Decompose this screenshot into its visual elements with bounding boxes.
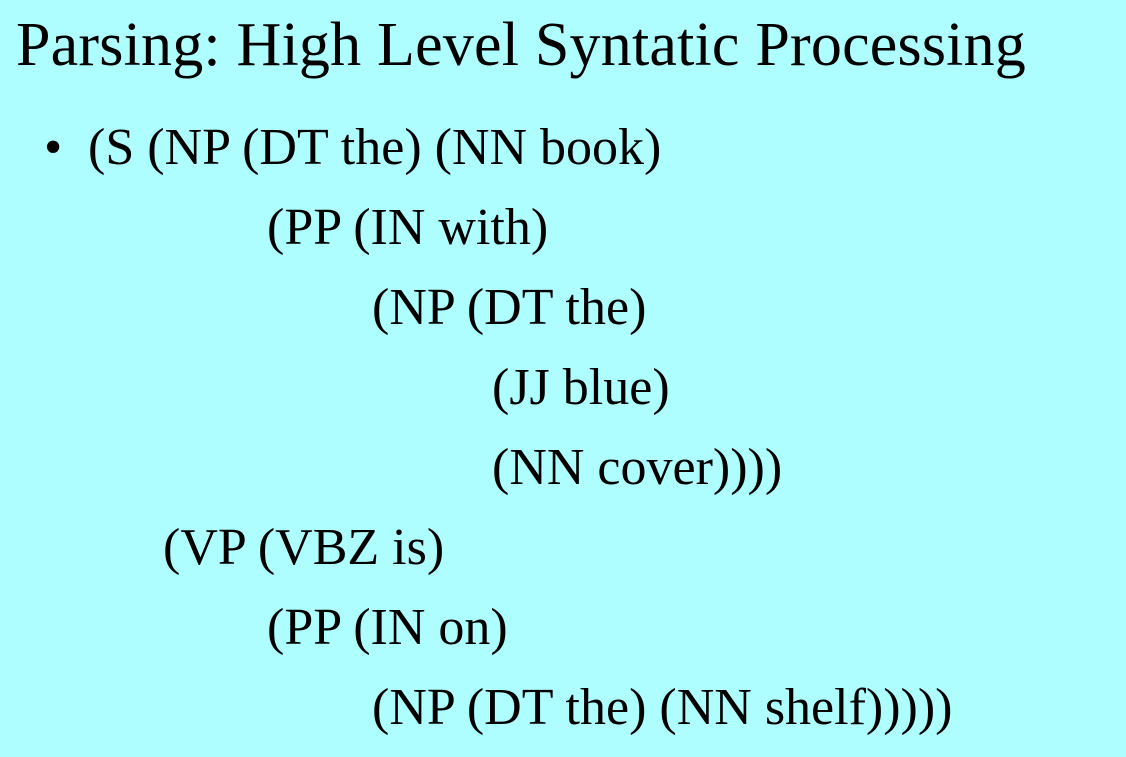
- parse-line-1: (S (NP (DT the) (NN book): [88, 119, 662, 176]
- parse-line-5: (NN cover)))): [492, 439, 783, 496]
- bullet-marker: •: [44, 119, 63, 176]
- slide-title: Parsing: High Level Syntatic Processing: [16, 11, 1027, 79]
- parse-line-7: (PP (IN on): [267, 599, 508, 656]
- parse-line-6: (VP (VBZ is): [163, 519, 445, 576]
- parse-line-3: (NP (DT the): [372, 279, 647, 336]
- parse-line-4: (JJ blue): [492, 359, 670, 416]
- parse-line-8: (NP (DT the) (NN shelf))))): [372, 679, 953, 736]
- parse-line-2: (PP (IN with): [267, 199, 549, 256]
